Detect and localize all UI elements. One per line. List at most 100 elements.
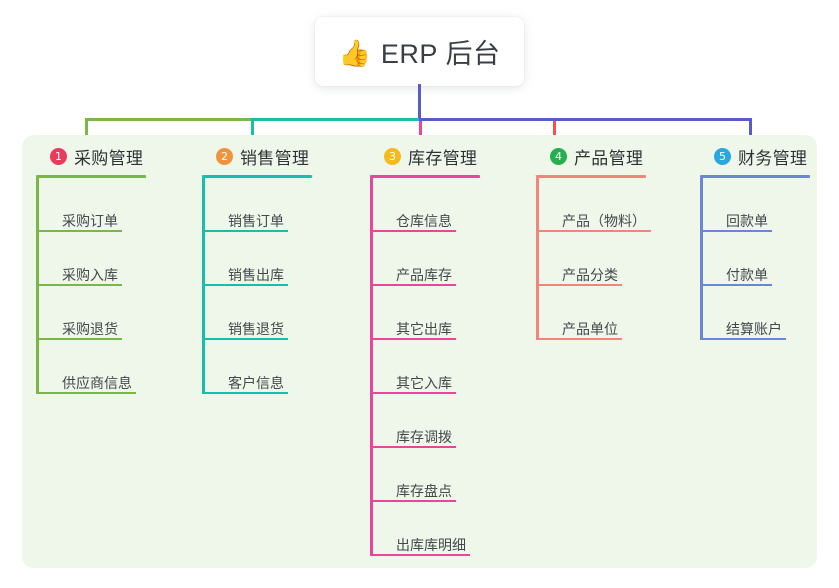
list-item-label: 销售退货 xyxy=(228,321,284,337)
column-rule-3 xyxy=(370,175,480,178)
list-item-rule xyxy=(700,338,786,340)
list-item-label: 产品单位 xyxy=(562,321,618,337)
list-item-rule xyxy=(370,338,456,340)
list-item-rule xyxy=(202,284,288,286)
bus-segment-2 xyxy=(251,118,422,121)
list-item[interactable]: 销售退货 xyxy=(202,286,312,340)
list-item[interactable]: 回款单 xyxy=(700,178,810,232)
list-item[interactable]: 供应商信息 xyxy=(36,340,146,394)
column-rule-5 xyxy=(700,175,810,178)
column-2: 2 销售管理销售订单销售出库销售退货客户信息 xyxy=(202,143,312,394)
list-item-label: 回款单 xyxy=(726,213,768,229)
column-1: 1 采购管理采购订单采购入库采购退货供应商信息 xyxy=(36,143,146,394)
root-node-title: ERP 后台 xyxy=(380,39,501,69)
list-item-label: 销售订单 xyxy=(228,213,284,229)
list-item-rule xyxy=(536,230,651,232)
list-item[interactable]: 付款单 xyxy=(700,232,810,286)
list-item-label: 产品分类 xyxy=(562,267,618,283)
diagram-panel xyxy=(22,135,817,568)
column-4: 4 产品管理产品（物料） 产品分类产品单位 xyxy=(536,143,651,340)
list-item[interactable]: 采购订单 xyxy=(36,178,146,232)
list-item-label: 付款单 xyxy=(726,267,768,283)
list-item[interactable]: 库存盘点 xyxy=(370,448,480,502)
list-item-rule xyxy=(370,392,456,394)
column-header-3[interactable]: 3 库存管理 xyxy=(370,143,480,169)
column-rule-4 xyxy=(536,175,646,178)
list-item[interactable]: 采购入库 xyxy=(36,232,146,286)
list-item-rule xyxy=(536,338,622,340)
column-rule-1 xyxy=(36,175,146,178)
thumbs-up-icon: 👍 xyxy=(338,37,371,68)
list-item-label: 仓库信息 xyxy=(396,213,452,229)
list-item-rule xyxy=(536,284,622,286)
list-item-rule xyxy=(36,284,122,286)
list-item-rule xyxy=(202,338,288,340)
list-item[interactable]: 仓库信息 xyxy=(370,178,480,232)
column-badge-3: 3 xyxy=(384,147,401,165)
column-title-2: 销售管理 xyxy=(240,148,310,168)
list-item[interactable]: 产品（物料） xyxy=(536,178,651,232)
list-item-label: 供应商信息 xyxy=(62,375,132,391)
list-item-rule xyxy=(370,446,456,448)
list-item-rule xyxy=(370,500,456,502)
list-item[interactable]: 采购退货 xyxy=(36,286,146,340)
column-spine-3 xyxy=(370,178,373,556)
list-item-rule xyxy=(700,284,772,286)
list-item-label: 其它入库 xyxy=(396,375,452,391)
root-node-card[interactable]: 👍 ERP 后台 xyxy=(315,17,524,86)
column-items-3: 仓库信息产品库存其它出库其它入库库存调拨库存盘点出库库明细 xyxy=(370,178,480,556)
trunk-line xyxy=(418,84,421,121)
list-item[interactable]: 产品分类 xyxy=(536,232,646,286)
list-item[interactable]: 销售出库 xyxy=(202,232,312,286)
list-item-rule xyxy=(370,284,456,286)
column-items-1: 采购订单采购入库采购退货供应商信息 xyxy=(36,178,146,394)
column-title-1: 采购管理 xyxy=(74,148,144,168)
list-item[interactable]: 库存调拨 xyxy=(370,394,480,448)
column-3: 3 库存管理仓库信息产品库存其它出库其它入库库存调拨库存盘点出库库明细 xyxy=(370,143,480,556)
column-rule-2 xyxy=(202,175,312,178)
column-header-1[interactable]: 1 采购管理 xyxy=(36,143,146,169)
column-spine-2 xyxy=(202,178,205,394)
list-item-label: 客户信息 xyxy=(228,375,284,391)
list-item-rule xyxy=(202,230,288,232)
list-item-label: 产品（物料） xyxy=(562,213,646,229)
column-badge-5: 5 xyxy=(714,147,731,165)
list-item-rule xyxy=(700,230,772,232)
list-item-label: 库存盘点 xyxy=(396,483,452,499)
column-title-5: 财务管理 xyxy=(738,148,808,168)
column-badge-1: 1 xyxy=(50,147,67,165)
list-item[interactable]: 其它出库 xyxy=(370,286,480,340)
column-5: 5 财务管理回款单付款单结算账户 xyxy=(700,143,810,340)
column-title-3: 库存管理 xyxy=(408,148,478,168)
list-item-rule xyxy=(36,392,136,394)
list-item[interactable]: 其它入库 xyxy=(370,340,480,394)
column-title-4: 产品管理 xyxy=(574,148,644,168)
column-items-5: 回款单付款单结算账户 xyxy=(700,178,810,340)
column-header-4[interactable]: 4 产品管理 xyxy=(536,143,646,169)
list-item-label: 采购入库 xyxy=(62,267,118,283)
list-item[interactable]: 客户信息 xyxy=(202,340,312,394)
list-item-rule xyxy=(370,230,456,232)
list-item[interactable]: 销售订单 xyxy=(202,178,312,232)
bus-segment-1 xyxy=(85,118,254,121)
list-item-rule xyxy=(202,392,288,394)
column-badge-2: 2 xyxy=(216,147,233,165)
column-spine-1 xyxy=(36,178,39,394)
list-item[interactable]: 出库库明细 xyxy=(370,502,480,556)
list-item[interactable]: 产品库存 xyxy=(370,232,480,286)
list-item-label: 库存调拨 xyxy=(396,429,452,445)
list-item-rule xyxy=(36,338,122,340)
list-item-label: 结算账户 xyxy=(726,321,782,337)
bus-segment-3 xyxy=(419,118,752,121)
column-items-4: 产品（物料） 产品分类产品单位 xyxy=(536,178,651,340)
column-badge-4: 4 xyxy=(550,147,567,165)
column-header-2[interactable]: 2 销售管理 xyxy=(202,143,312,169)
list-item-label: 采购订单 xyxy=(62,213,118,229)
column-spine-4 xyxy=(536,178,539,340)
list-item-label: 出库库明细 xyxy=(396,537,466,553)
list-item-label: 采购退货 xyxy=(62,321,118,337)
list-item-rule xyxy=(370,554,470,556)
list-item[interactable]: 结算账户 xyxy=(700,286,810,340)
list-item[interactable]: 产品单位 xyxy=(536,286,646,340)
column-header-5[interactable]: 5 财务管理 xyxy=(700,143,810,169)
